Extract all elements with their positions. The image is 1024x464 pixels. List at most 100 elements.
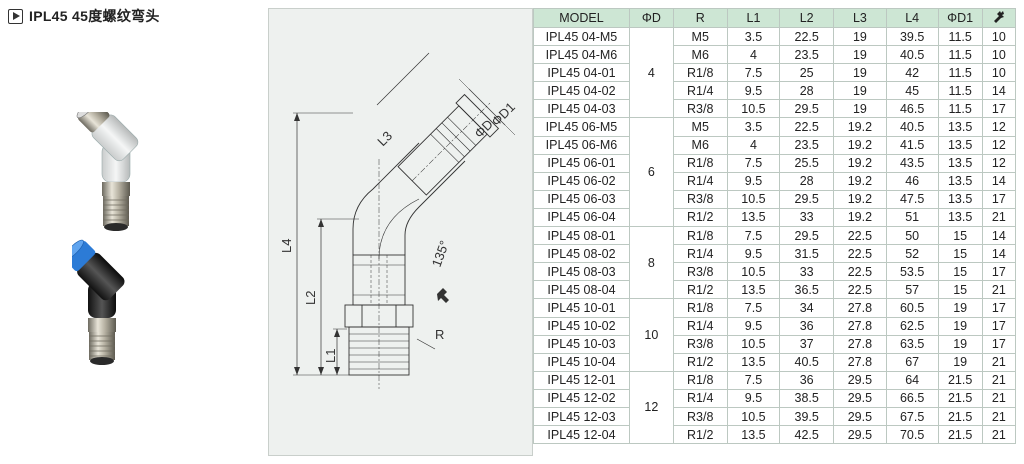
- cell-d: 6: [628, 117, 674, 228]
- header-l1: L1: [726, 8, 781, 28]
- header-wrench: [981, 8, 1017, 28]
- black-fitting: [72, 239, 125, 365]
- cell-l2: 33: [779, 262, 835, 282]
- cell-l3: 19: [833, 26, 887, 47]
- cell-d1: 13.5: [937, 189, 983, 209]
- cell-l2: 23.5: [779, 135, 835, 155]
- cell-l1: 13.5: [726, 280, 781, 300]
- cell-l1: 9.5: [726, 171, 781, 191]
- cell-l2: 34: [779, 298, 835, 318]
- cell-model: IPL45 04-03: [533, 99, 630, 119]
- cell-l3: 19: [833, 99, 887, 119]
- cell-l4: 39.5: [885, 26, 939, 47]
- cell-d1: 15: [937, 262, 983, 282]
- wrench-icon: [993, 11, 1004, 23]
- cell-r: R1/8: [672, 153, 728, 173]
- cell-l3: 19.2: [833, 171, 887, 191]
- cell-l1: 9.5: [726, 316, 781, 336]
- cell-l2: 28: [779, 81, 835, 101]
- cell-r: R1/4: [672, 244, 728, 264]
- cell-model: IPL45 08-02: [533, 244, 630, 264]
- cell-model: IPL45 12-02: [533, 388, 630, 408]
- cell-l3: 29.5: [833, 425, 887, 445]
- cell-l3: 27.8: [833, 298, 887, 318]
- cell-r: R1/4: [672, 316, 728, 336]
- cell-model: IPL45 04-02: [533, 81, 630, 101]
- cell-model: IPL45 06-M6: [533, 135, 630, 155]
- cell-r: R1/2: [672, 207, 728, 228]
- cell-l4: 70.5: [885, 425, 939, 445]
- cell-l4: 52: [885, 244, 939, 264]
- cell-r: R1/8: [672, 63, 728, 83]
- cell-d1: 11.5: [937, 99, 983, 119]
- cell-l2: 31.5: [779, 244, 835, 264]
- cell-r: R1/2: [672, 425, 728, 445]
- cell-l3: 29.5: [833, 370, 887, 390]
- cell-wrench-size: 17: [981, 298, 1017, 318]
- cell-wrench-size: 14: [981, 81, 1017, 101]
- header-model: MODEL: [533, 8, 630, 28]
- cell-model: IPL45 06-03: [533, 189, 630, 209]
- cell-wrench-size: 14: [981, 226, 1017, 246]
- cell-wrench-size: 14: [981, 171, 1017, 191]
- cell-l1: 9.5: [726, 244, 781, 264]
- cell-l4: 62.5: [885, 316, 939, 336]
- cell-l4: 46.5: [885, 99, 939, 119]
- cell-wrench-size: 21: [981, 370, 1017, 390]
- label-angle: 135°: [429, 239, 452, 269]
- cell-l3: 29.5: [833, 388, 887, 408]
- cell-l4: 40.5: [885, 45, 939, 65]
- cell-l1: 7.5: [726, 63, 781, 83]
- cell-wrench-size: 21: [981, 280, 1017, 300]
- cell-l1: 7.5: [726, 226, 781, 246]
- cell-l2: 28: [779, 171, 835, 191]
- cell-l1: 7.5: [726, 370, 781, 390]
- cell-model: IPL45 04-01: [533, 63, 630, 83]
- cell-d1: 11.5: [937, 63, 983, 83]
- cell-l2: 36.5: [779, 280, 835, 300]
- label-l1: L1: [323, 349, 338, 363]
- cell-model: IPL45 08-01: [533, 226, 630, 246]
- cell-wrench-size: 12: [981, 153, 1017, 173]
- cell-d1: 11.5: [937, 45, 983, 65]
- cell-d1: 13.5: [937, 207, 983, 228]
- cell-l4: 60.5: [885, 298, 939, 318]
- cell-l4: 46: [885, 171, 939, 191]
- cell-r: M5: [672, 26, 728, 47]
- cell-model: IPL45 12-04: [533, 425, 630, 445]
- cell-l2: 36: [779, 316, 835, 336]
- cell-l2: 29.5: [779, 226, 835, 246]
- cell-wrench-size: 21: [981, 406, 1017, 427]
- cell-l1: 4: [726, 135, 781, 155]
- cell-wrench-size: 21: [981, 207, 1017, 228]
- cell-l2: 29.5: [779, 189, 835, 209]
- cell-l4: 57: [885, 280, 939, 300]
- white-fitting: [76, 112, 139, 231]
- cell-l4: 40.5: [885, 117, 939, 137]
- cell-l2: 33: [779, 207, 835, 228]
- cell-l4: 50: [885, 226, 939, 246]
- cell-l4: 41.5: [885, 135, 939, 155]
- cell-l2: 39.5: [779, 406, 835, 427]
- cell-wrench-size: 17: [981, 262, 1017, 282]
- header-l3: L3: [833, 8, 887, 28]
- cell-l1: 3.5: [726, 26, 781, 47]
- dimension-arrows: [294, 113, 340, 375]
- cell-model: IPL45 10-03: [533, 334, 630, 354]
- cell-d1: 21.5: [937, 425, 983, 445]
- cell-model: IPL45 10-01: [533, 298, 630, 318]
- wrench-icon: [437, 288, 449, 303]
- table-header-row: MODEL ΦD R L1 L2 L3 L4 ΦD1: [533, 8, 1017, 28]
- cell-l4: 45: [885, 81, 939, 101]
- cell-d1: 21.5: [937, 388, 983, 408]
- cell-l3: 19.2: [833, 207, 887, 228]
- cell-l4: 64: [885, 370, 939, 390]
- cell-l3: 19.2: [833, 117, 887, 137]
